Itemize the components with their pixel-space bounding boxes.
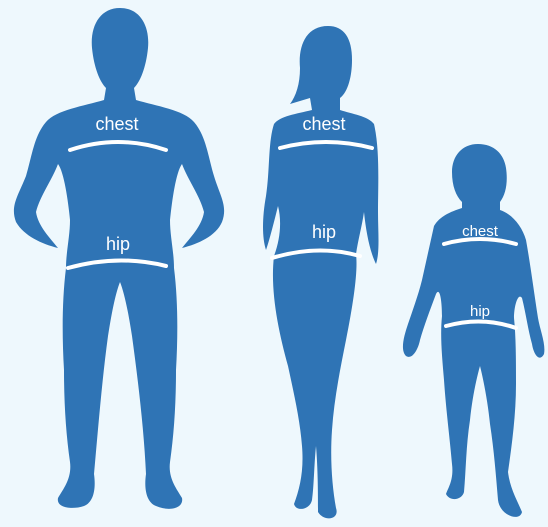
child-figure: chest hip (403, 144, 544, 517)
woman-figure: chest hip (263, 26, 379, 518)
woman-hip-label: hip (312, 222, 336, 242)
man-figure: chest hip (14, 8, 224, 509)
man-chest-label: chest (95, 114, 138, 134)
child-chest-label: chest (462, 223, 499, 240)
woman-silhouette (263, 26, 379, 518)
man-silhouette (14, 8, 224, 509)
child-silhouette (403, 144, 544, 517)
woman-chest-label: chest (302, 114, 345, 134)
child-hip-label: hip (470, 303, 490, 320)
man-hip-label: hip (106, 234, 130, 254)
